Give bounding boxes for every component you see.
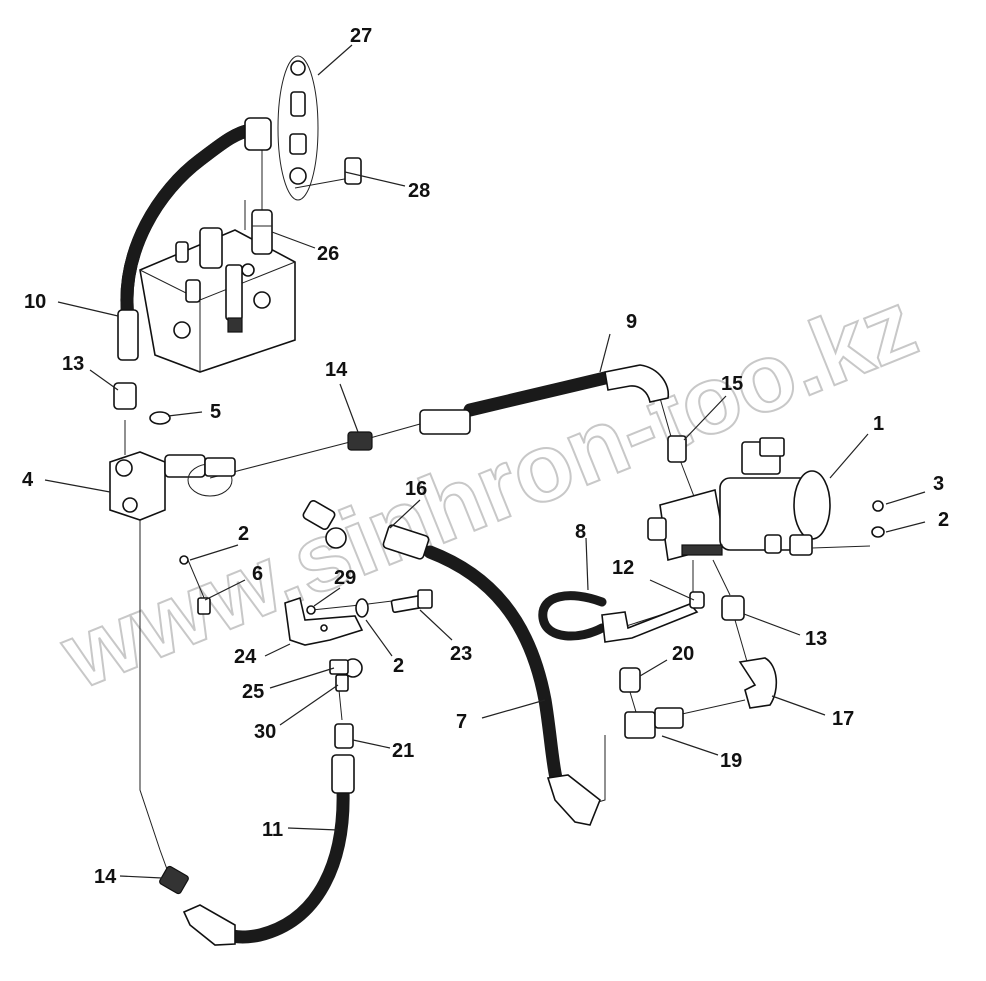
bolt-23 xyxy=(390,589,433,613)
tee-12 xyxy=(601,603,699,643)
callout-30: 30 xyxy=(254,721,276,743)
hose-10-lower-fitting xyxy=(117,309,139,361)
fitting-28 xyxy=(344,157,362,185)
callout-25: 25 xyxy=(242,681,264,703)
washer-2-middle xyxy=(355,598,369,618)
hose-7-top-fitting xyxy=(382,524,430,560)
washer-2-left xyxy=(179,555,189,565)
hose-11-top-fitting xyxy=(331,754,355,794)
callout-12: 12 xyxy=(612,557,634,579)
hose-9-right-elbow xyxy=(604,364,669,403)
screw-6 xyxy=(197,597,211,615)
callout-1: 1 xyxy=(873,413,884,435)
callout-13-right: 13 xyxy=(805,628,827,650)
callout-24: 24 xyxy=(234,646,257,668)
callout-14-lower: 14 xyxy=(94,866,117,888)
fitting-26 xyxy=(251,209,273,255)
callout-13-left: 13 xyxy=(62,353,84,375)
bracket-24 xyxy=(284,596,364,646)
callout-27: 27 xyxy=(350,25,372,47)
washer-5 xyxy=(149,411,171,425)
hose-11-bottom-fitting xyxy=(182,904,236,946)
fitting-group-27 xyxy=(277,55,319,201)
connector-14-lower xyxy=(159,865,189,895)
tee-19 xyxy=(624,707,684,739)
callout-5: 5 xyxy=(210,401,221,423)
callout-11: 11 xyxy=(262,819,283,841)
hose-9 xyxy=(463,371,612,417)
callout-7: 7 xyxy=(456,711,467,733)
callout-15: 15 xyxy=(721,373,743,395)
callout-17: 17 xyxy=(832,708,854,730)
fitting-15 xyxy=(667,435,687,463)
callout-4: 4 xyxy=(22,469,34,491)
callout-14-upper: 14 xyxy=(325,359,348,381)
hose-11 xyxy=(225,783,350,944)
callout-2-right: 2 xyxy=(938,509,949,531)
screw-29 xyxy=(306,605,316,615)
elbow-17 xyxy=(738,657,778,709)
valve-manifold xyxy=(139,227,296,373)
nut-3 xyxy=(872,500,884,512)
callout-3: 3 xyxy=(933,473,944,495)
callout-28: 28 xyxy=(408,180,430,202)
callout-16: 16 xyxy=(405,478,427,500)
callout-21: 21 xyxy=(392,740,414,762)
callout-23: 23 xyxy=(450,643,472,665)
callout-19: 19 xyxy=(720,750,742,772)
banjo-fitting-16 xyxy=(302,500,347,549)
callout-10: 10 xyxy=(24,291,46,313)
fitting-21 xyxy=(334,723,354,749)
callout-26: 26 xyxy=(317,243,339,265)
callout-2-left: 2 xyxy=(238,523,249,545)
fitting-20 xyxy=(619,667,641,693)
hose-7-bottom-elbow xyxy=(546,774,601,826)
washer-2-right xyxy=(871,526,885,538)
callout-20: 20 xyxy=(672,643,694,665)
clamp-25 xyxy=(329,658,363,678)
hose-8 xyxy=(538,591,607,641)
hose-9-left-fitting xyxy=(419,409,471,435)
fitting-13-right xyxy=(721,595,745,621)
pump-motor-1 xyxy=(647,437,831,562)
hose-7 xyxy=(423,545,563,785)
callout-2-middle: 2 xyxy=(393,655,404,677)
fitting-30 xyxy=(335,674,349,692)
hose-10-end-fitting xyxy=(244,117,272,151)
callout-29: 29 xyxy=(334,567,356,589)
valve-block-4 xyxy=(109,451,236,521)
fitting-13-left xyxy=(113,382,137,410)
callout-8: 8 xyxy=(575,521,586,543)
connector-14-upper xyxy=(347,431,373,451)
callout-9: 9 xyxy=(626,311,637,333)
callout-6: 6 xyxy=(252,563,263,585)
